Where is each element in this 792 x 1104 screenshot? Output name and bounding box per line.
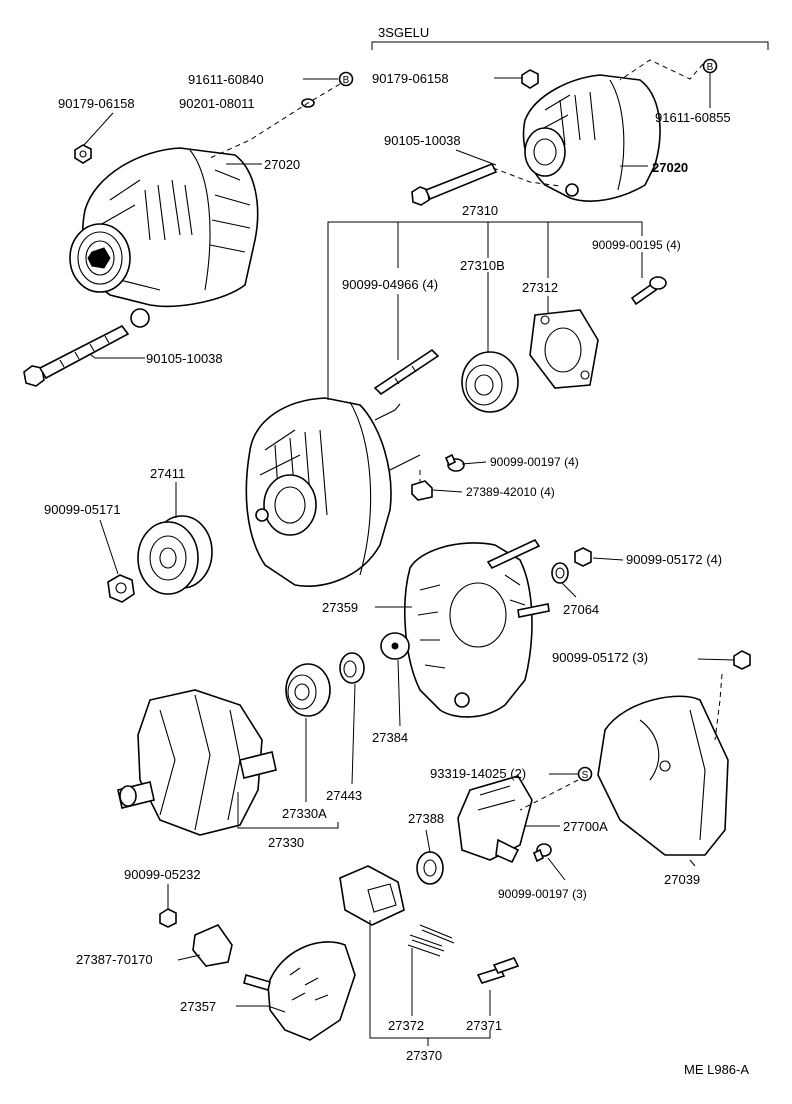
svg-text:B: B xyxy=(343,75,350,86)
nut-90179-06158-left xyxy=(74,144,92,164)
nut-90099-05172-4 xyxy=(574,547,592,567)
bearing-27310B xyxy=(461,351,519,413)
label-27389-42010: 27389-42010 (4) xyxy=(466,485,555,499)
svg-text:S: S xyxy=(582,770,589,781)
label-90105-10038-left: 90105-10038 xyxy=(146,351,223,366)
bearing-cover-27443 xyxy=(339,652,365,684)
rotor-27330 xyxy=(117,689,277,836)
label-27371: 27371 xyxy=(466,1018,502,1033)
regulator-27700A xyxy=(457,775,533,864)
label-27359: 27359 xyxy=(322,600,358,615)
retainer-plate-27312 xyxy=(529,309,599,389)
label-90099-05232: 90099-05232 xyxy=(124,867,201,882)
spring-27372 xyxy=(407,924,455,957)
rectifier-27357 xyxy=(243,941,356,1041)
svg-text:B: B xyxy=(707,62,714,73)
label-93319-14025: 93319-14025 (2) xyxy=(430,766,526,781)
label-27039: 27039 xyxy=(664,872,700,887)
alternator-assembly-right xyxy=(522,74,661,202)
rear-housing-27310 xyxy=(245,397,421,587)
label-27330A: 27330A xyxy=(282,806,327,821)
drive-end-frame-27359 xyxy=(404,538,550,718)
label-90099-05171: 90099-05171 xyxy=(44,502,121,517)
bearing-27330A xyxy=(285,663,331,717)
part-labels: 91611-60840 90179-06158 90201-08011 2702… xyxy=(44,71,749,1077)
nut-90099-05171 xyxy=(107,574,135,603)
label-91611-60855: 91611-60855 xyxy=(655,110,731,125)
washer-27064 xyxy=(551,562,569,584)
label-90179-06158-right: 90179-06158 xyxy=(372,71,449,86)
label-27387-70170: 27387-70170 xyxy=(76,952,153,967)
bolt-90105-10038-left xyxy=(23,324,130,387)
label-27388: 27388 xyxy=(408,811,444,826)
label-27330: 27330 xyxy=(268,835,304,850)
terminal-27387-70170 xyxy=(192,924,233,967)
variant-label: 3SGELU xyxy=(378,25,429,40)
insulator-27389-42010 xyxy=(411,480,433,501)
diagram-code: ME L986-A xyxy=(684,1062,749,1077)
leader-lines xyxy=(83,59,735,1046)
label-27357: 27357 xyxy=(180,999,216,1014)
screw-90099-00197-top xyxy=(444,453,465,472)
nut-90179-06158-right xyxy=(521,69,539,89)
label-27411: 27411 xyxy=(150,466,185,481)
nut-90099-05172-3 xyxy=(733,650,751,670)
label-27370: 27370 xyxy=(406,1048,442,1063)
label-90201-08011: 90201-08011 xyxy=(179,96,255,111)
label-27064: 27064 xyxy=(563,602,599,617)
ref-marker-b-right: B xyxy=(702,58,718,74)
screw-90099-00195 xyxy=(630,276,667,306)
label-27020-right: 27020 xyxy=(652,160,688,175)
variant-bracket: 3SGELU xyxy=(371,25,769,50)
stud-90099-04966 xyxy=(373,348,440,396)
label-27700A: 27700A xyxy=(563,819,608,834)
screw-90099-00197-3 xyxy=(532,843,552,863)
label-90179-06158-left: 90179-06158 xyxy=(58,96,135,111)
bolt-90105-10038-right xyxy=(411,162,498,206)
ref-marker-b-left: B xyxy=(338,71,354,87)
washer-27384 xyxy=(380,632,410,660)
label-27310B: 27310B xyxy=(460,258,505,273)
label-90099-00197-4: 90099-00197 (4) xyxy=(490,455,579,469)
label-27310: 27310 xyxy=(462,203,498,218)
label-90099-04966: 90099-04966 (4) xyxy=(342,277,438,292)
nut-90099-05232 xyxy=(159,908,177,928)
brush-holder-27370 xyxy=(339,865,405,926)
label-90099-00197-3: 90099-00197 (3) xyxy=(498,887,587,901)
label-27384: 27384 xyxy=(372,730,408,745)
label-27020-left: 27020 xyxy=(264,157,300,172)
rear-end-cover-27039 xyxy=(597,695,729,856)
label-27372: 27372 xyxy=(388,1018,424,1033)
seal-27388 xyxy=(416,851,444,885)
alternator-assembly-left xyxy=(69,147,259,328)
label-27312: 27312 xyxy=(522,280,558,295)
label-27443: 27443 xyxy=(326,788,362,803)
label-90105-10038-right: 90105-10038 xyxy=(384,133,461,148)
label-90099-00195: 90099-00195 (4) xyxy=(592,238,681,252)
ref-marker-s: S xyxy=(577,766,593,782)
label-90099-05172-3: 90099-05172 (3) xyxy=(552,650,648,665)
brush-27371 xyxy=(476,957,520,984)
pulley-27411 xyxy=(137,515,213,595)
label-91611-60840: 91611-60840 xyxy=(188,72,264,87)
label-90099-05172-4: 90099-05172 (4) xyxy=(626,552,722,567)
